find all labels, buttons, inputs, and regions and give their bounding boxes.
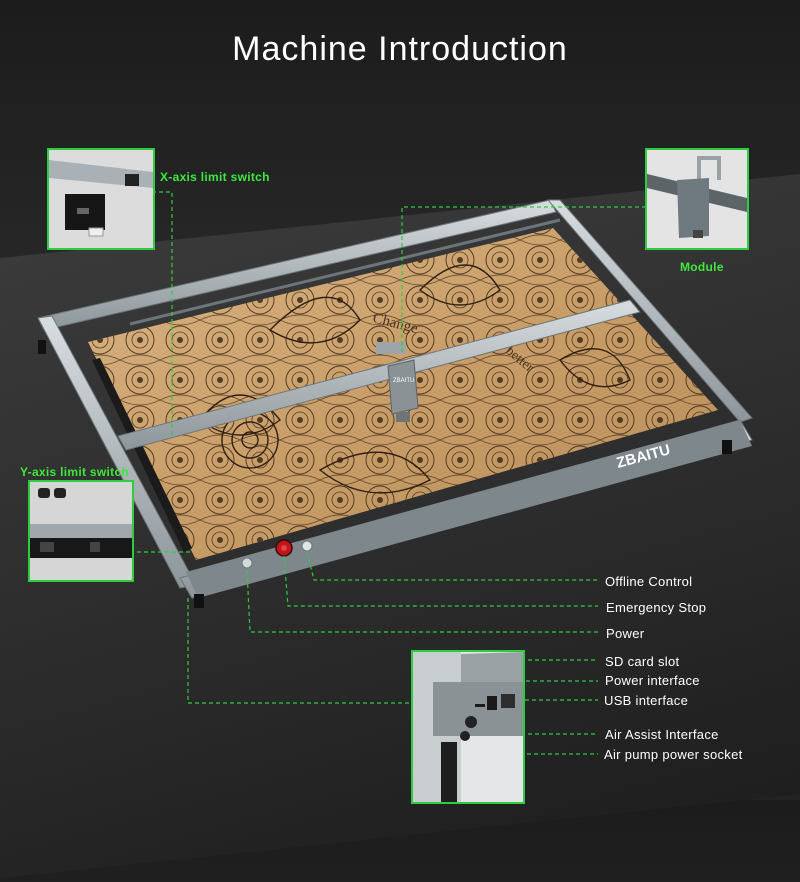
emergency-stop-label: Emergency Stop [606,600,707,615]
module-inset [645,148,749,250]
page-title: Machine Introduction [232,30,568,68]
power-label: Power [606,626,645,641]
sd-card-label: SD card slot [605,654,680,669]
offline-control-label: Offline Control [605,574,693,589]
air-assist-label: Air Assist Interface [605,727,719,742]
laser-module: ZBAITU [376,342,419,422]
gantry-rail [117,299,641,451]
side-panel-inset [411,650,525,804]
module-label: Module [680,260,724,274]
foot [722,440,732,454]
x-limit-switch-inset [47,148,155,250]
foot [194,594,204,608]
air-pump-label: Air pump power socket [604,747,743,762]
power-interface-label: Power interface [605,673,700,688]
front-panel [186,420,752,598]
power-button [241,557,253,569]
y-axis-belt [92,358,192,552]
machine-illustration: Change better ZBAITU ZBAITU [37,191,753,755]
offline-control-button [301,540,313,552]
x-limit-label: X-axis limit switch [160,170,270,184]
foot [38,340,46,354]
svg-text:ZBAITU: ZBAITU [393,378,414,384]
engraving-leaves [199,264,631,494]
y-limit-switch-inset [28,480,134,582]
usb-interface-label: USB interface [604,693,689,708]
y-limit-label: Y-axis limit switch [20,465,130,479]
